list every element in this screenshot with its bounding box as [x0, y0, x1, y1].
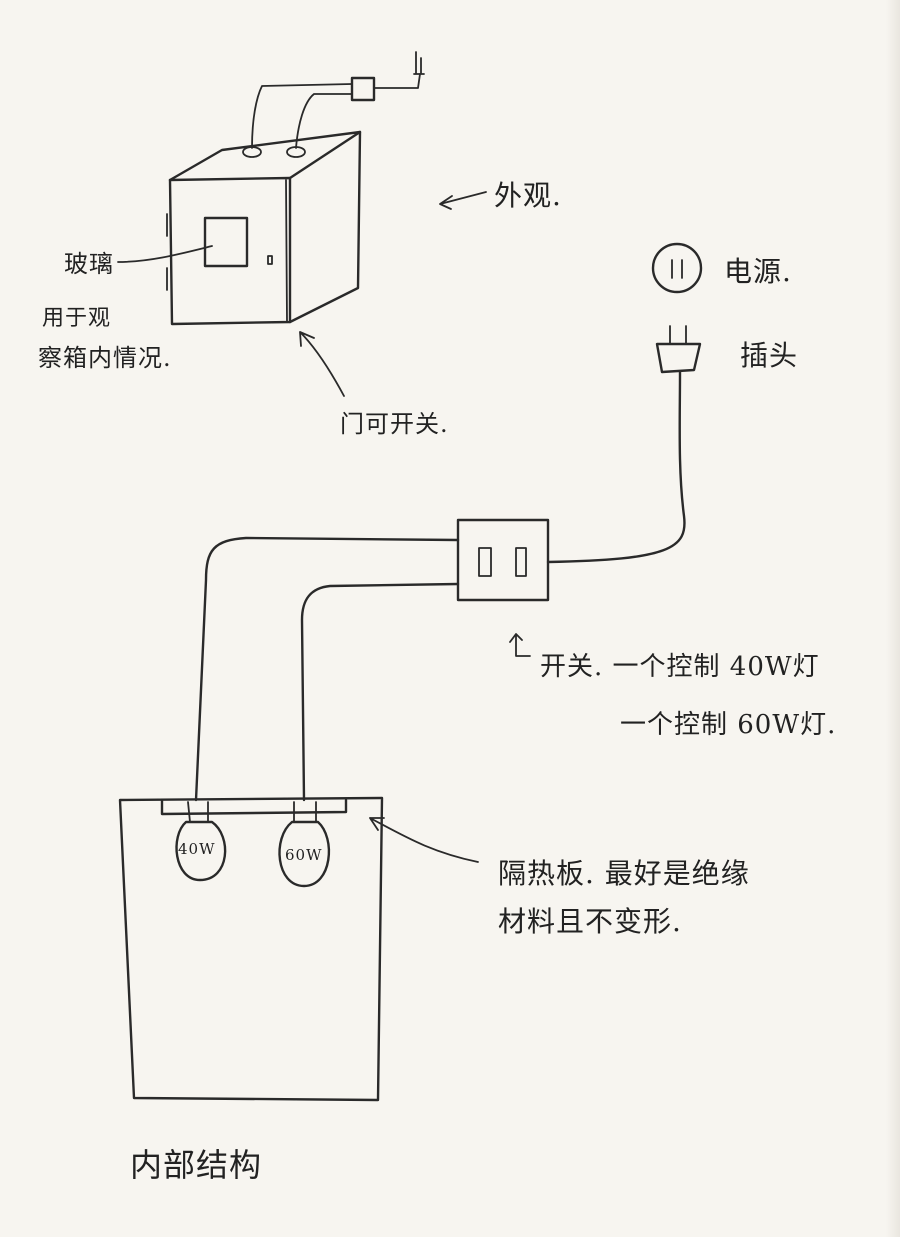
- appearance-arrow: [439, 191, 487, 210]
- board-label-line-2: 材料且不变形.: [498, 905, 682, 938]
- door-latch-icon: [267, 255, 273, 265]
- door-switch-arrow: [299, 331, 345, 397]
- exterior-wire-1: [251, 83, 353, 149]
- switch-label-line-1: 开关. 一个控制 40W灯: [540, 652, 820, 682]
- exterior-plug-wire: [373, 73, 421, 89]
- cable-outer-edge: [194, 536, 460, 802]
- bulb-40w-label: 40W: [178, 840, 216, 858]
- bulb-60w-label: 60W: [285, 846, 323, 864]
- power-label: 电源.: [724, 255, 792, 288]
- glass-window: [203, 216, 249, 268]
- board-label-line-1: 隔热板. 最好是绝缘: [498, 857, 750, 890]
- switch-arrow: [509, 633, 531, 657]
- board-pointer-arrow: [369, 817, 479, 863]
- internal-structure-label: 内部结构: [130, 1146, 263, 1184]
- paper-edge-shadow: [886, 0, 900, 1237]
- exterior-switch-box: [350, 76, 376, 102]
- plug-prongs: [669, 325, 687, 345]
- plug-icon: [655, 342, 702, 374]
- power-cord: [546, 370, 686, 564]
- exterior-box: [166, 51, 425, 326]
- exterior-plug-icon: [413, 51, 425, 75]
- appearance-label: 外观.: [494, 179, 562, 212]
- exterior-wire-2: [295, 93, 353, 149]
- heat-insulation-board: [160, 798, 348, 816]
- bulb-60w-icon: [278, 820, 331, 888]
- box-right-face: [288, 130, 362, 324]
- glass-label: 玻璃: [64, 250, 114, 278]
- power-source-icon: [651, 242, 703, 294]
- door-switch-label: 门可开关.: [340, 410, 449, 438]
- switch-toggle-60w: [515, 547, 527, 577]
- switch-label-line-2: 一个控制 60W灯.: [620, 710, 837, 740]
- plug-label: 插头: [740, 339, 799, 372]
- glass-desc-line-1: 用于观: [42, 306, 112, 331]
- switch-plate: [456, 518, 550, 602]
- bulb-40w-icon: [175, 820, 227, 882]
- internal-box: [118, 796, 384, 1102]
- switch-toggle-40w: [478, 547, 492, 577]
- power-source-symbol: [671, 259, 683, 279]
- box-door-seam: [285, 179, 288, 323]
- cable-inner-edge: [300, 582, 460, 802]
- lamp-sockets: [187, 801, 317, 823]
- box-top-face: [168, 130, 362, 182]
- glass-desc-line-2: 察箱内情况.: [38, 344, 172, 372]
- glass-pointer-line: [117, 245, 213, 263]
